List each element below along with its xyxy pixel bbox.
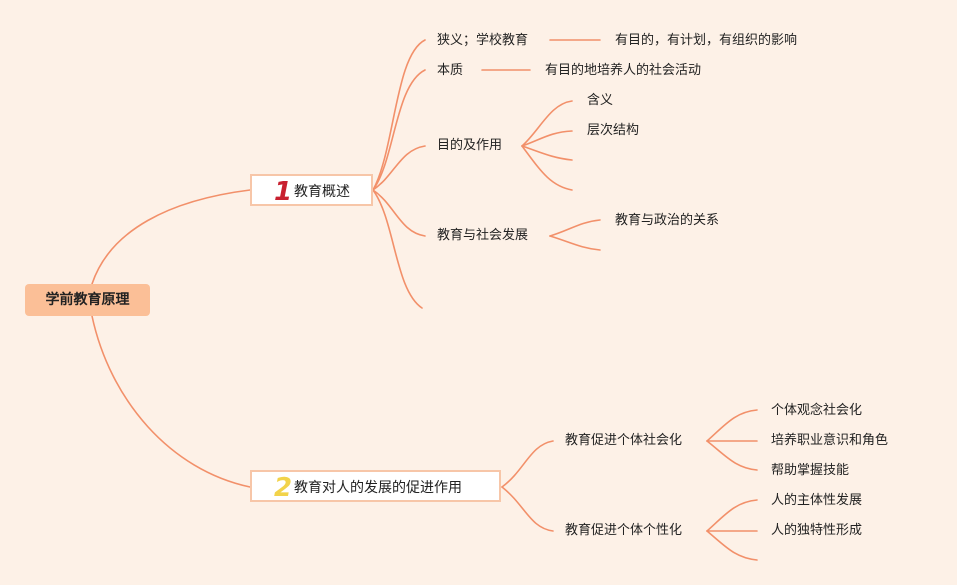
link-purpose-c3 xyxy=(521,145,573,161)
node-essence-detail[interactable]: 有目的地培养人的社会活动 xyxy=(545,63,702,78)
link-t1-society xyxy=(372,189,426,237)
topic-1-label: 教育概述 xyxy=(294,184,350,200)
topic-2-number: 2 xyxy=(274,473,293,503)
node-narrow-detail[interactable]: 有目的，有计划，有组织的影响 xyxy=(615,33,798,48)
link-t2-social xyxy=(501,440,554,488)
link-social-c3 xyxy=(706,440,758,471)
node-purpose[interactable]: 目的及作用 xyxy=(437,138,503,153)
link-social-c1 xyxy=(706,409,758,442)
node-indiv-subjectivity[interactable]: 人的主体性发展 xyxy=(771,493,863,508)
link-t2-indiv xyxy=(501,486,554,532)
link-t1-narrow xyxy=(372,39,426,191)
topic-1-node[interactable]: 1 教育概述 xyxy=(250,174,373,207)
node-purpose-structure[interactable]: 层次结构 xyxy=(587,123,640,138)
topic-1-number: 1 xyxy=(274,177,293,207)
node-essence[interactable]: 本质 xyxy=(437,63,464,78)
node-individualization[interactable]: 教育促进个体个性化 xyxy=(565,523,683,538)
node-social-skills[interactable]: 帮助掌握技能 xyxy=(771,463,850,478)
link-purpose-c1 xyxy=(521,100,573,147)
link-indiv-c3 xyxy=(706,530,758,561)
node-indiv-uniqueness[interactable]: 人的独特性形成 xyxy=(771,523,863,538)
node-narrow[interactable]: 狭义；学校教育 xyxy=(437,33,529,48)
topic-2-node[interactable]: 2 教育对人的发展的促进作用 xyxy=(250,470,501,503)
link-indiv-c1 xyxy=(706,499,758,532)
link-purpose-c4 xyxy=(521,145,573,191)
topic-2-label: 教育对人的发展的促进作用 xyxy=(294,480,462,496)
node-social-concept[interactable]: 个体观念社会化 xyxy=(771,403,863,418)
node-society-politics[interactable]: 教育与政治的关系 xyxy=(615,213,720,228)
link-society-c2 xyxy=(549,235,601,251)
node-social-career[interactable]: 培养职业意识和角色 xyxy=(771,433,889,448)
link-purpose-c2 xyxy=(521,130,573,147)
link-t1-purpose xyxy=(372,145,426,191)
node-purpose-meaning[interactable]: 含义 xyxy=(587,93,614,108)
link-t1-empty xyxy=(372,189,423,309)
link-root-topic2 xyxy=(91,315,251,488)
root-node[interactable]: 学前教育原理 xyxy=(25,284,150,316)
link-society-c1 xyxy=(549,219,601,237)
node-society[interactable]: 教育与社会发展 xyxy=(437,228,529,243)
link-t1-essence xyxy=(372,69,426,191)
link-root-topic1 xyxy=(91,189,251,285)
node-socialization[interactable]: 教育促进个体社会化 xyxy=(565,433,683,448)
